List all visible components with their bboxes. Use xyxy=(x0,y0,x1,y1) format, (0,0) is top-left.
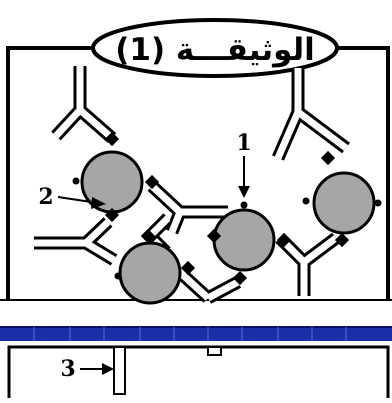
label-1: 1 xyxy=(236,130,252,198)
lower-small-tab xyxy=(207,346,222,356)
frame-bottom-edge xyxy=(0,299,392,301)
label-2-text: 2 xyxy=(38,184,53,210)
cells xyxy=(80,150,376,305)
label-3: 3 xyxy=(60,346,126,395)
label-2: 2 xyxy=(38,184,106,210)
cell-center xyxy=(212,208,276,272)
title-oval: الوثيقـــة (1) xyxy=(91,18,339,78)
blue-separator xyxy=(0,326,392,341)
frame-lower xyxy=(7,345,390,398)
title-text: الوثيقـــة (1) xyxy=(115,32,315,68)
cell-right xyxy=(312,171,376,235)
label-3-text: 3 xyxy=(60,356,75,382)
cell-top-left xyxy=(80,150,144,214)
frame-top xyxy=(6,46,390,300)
cell-bottom xyxy=(118,241,182,305)
label-1-text: 1 xyxy=(236,130,251,156)
small-dots xyxy=(72,177,382,280)
